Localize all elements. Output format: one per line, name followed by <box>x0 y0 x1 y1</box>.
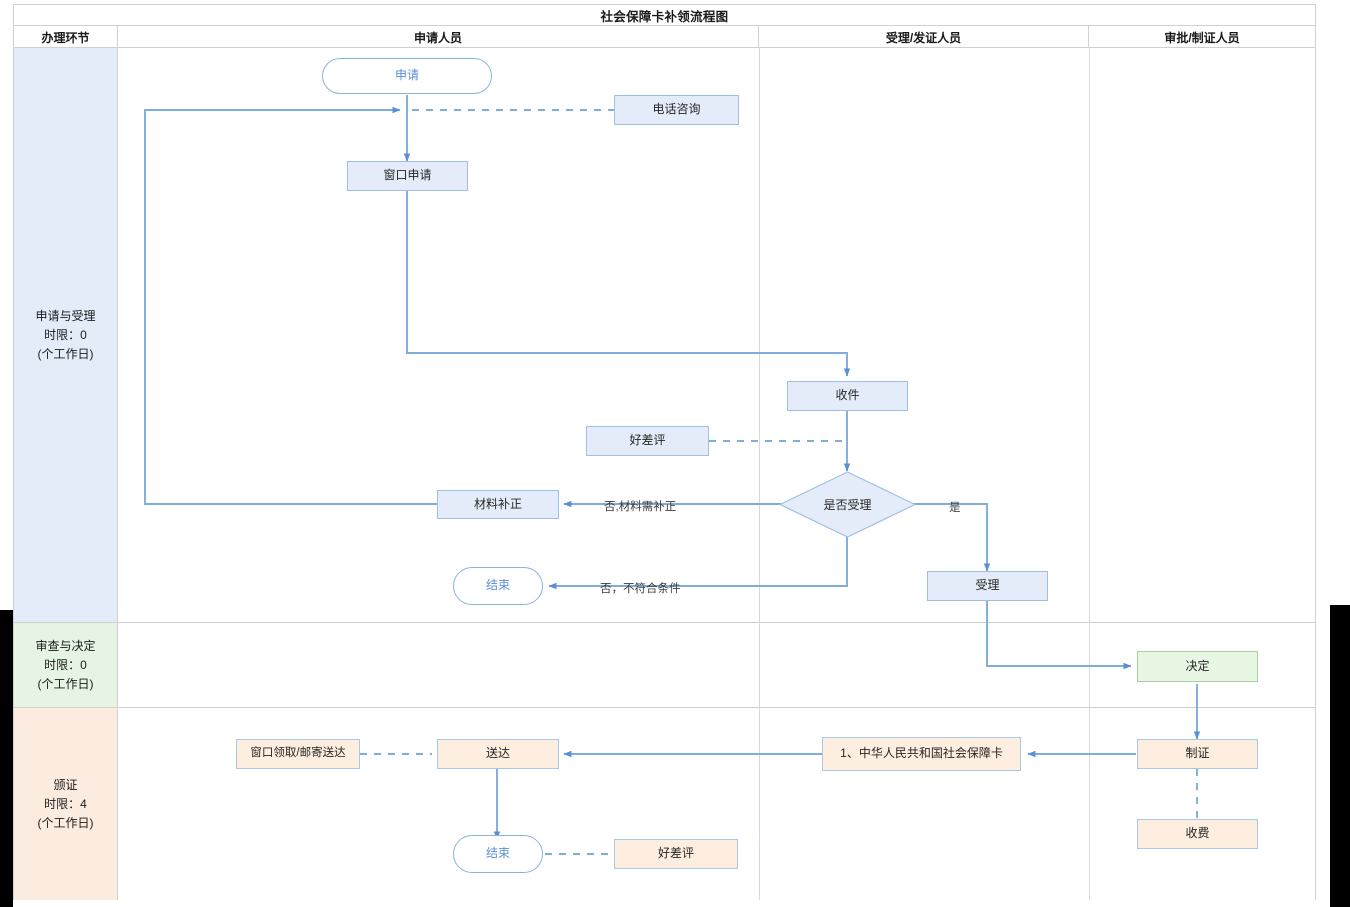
column-separator-approver <box>1089 48 1090 900</box>
node-start-apply[interactable]: 申请 <box>322 58 492 94</box>
column-header-row: 办理环节 申请人员 受理/发证人员 审批/制证人员 <box>14 26 1315 48</box>
node-receive[interactable]: 收件 <box>787 381 908 411</box>
lane0-unit: (个工作日) <box>37 346 94 361</box>
node-review-rating-1[interactable]: 好差评 <box>586 426 709 456</box>
diagram-title-row: 社会保障卡补领流程图 <box>14 5 1315 26</box>
node-phone-inquiry[interactable]: 电话咨询 <box>614 95 739 125</box>
node-card-item[interactable]: 1、中华人民共和国社会保障卡 <box>822 737 1021 771</box>
node-end-reject[interactable]: 结束 <box>453 567 543 605</box>
column-header-stage: 办理环节 <box>14 26 118 48</box>
node-accept[interactable]: 受理 <box>927 571 1048 601</box>
node-review-rating-2[interactable]: 好差评 <box>614 839 738 869</box>
node-material-fix[interactable]: 材料补正 <box>437 490 559 519</box>
lane-body-issue <box>118 708 1315 900</box>
lane-body-apply-accept <box>118 48 1315 623</box>
right-bleed-band <box>1330 605 1350 907</box>
lane-body-review-decide <box>118 623 1315 708</box>
edge-label-no-fix: 否,材料需补正 <box>604 501 677 513</box>
lane1-name: 审查与决定 <box>35 638 96 653</box>
page-title: 社会保障卡补领流程图 <box>600 9 729 24</box>
lane2-unit: (个工作日) <box>37 815 94 830</box>
lane-label-review-decide: 审查与决定 时限：0 (个工作日) <box>14 623 118 708</box>
lane2-name: 颁证 <box>53 777 78 792</box>
node-make-card[interactable]: 制证 <box>1137 739 1258 769</box>
column-separator-acceptor <box>759 48 760 900</box>
node-window-apply[interactable]: 窗口申请 <box>347 161 468 191</box>
lane1-limit: 时限：0 <box>44 657 87 672</box>
node-decision[interactable]: 决定 <box>1137 651 1258 682</box>
column-header-applicant: 申请人员 <box>118 26 759 48</box>
column-header-approver: 审批/制证人员 <box>1164 30 1240 45</box>
lane0-name: 申请与受理 <box>35 308 96 323</box>
node-pickup-method[interactable]: 窗口领取/邮寄送达 <box>236 739 360 769</box>
lane2-limit: 时限：4 <box>44 796 87 811</box>
left-bleed-band <box>0 610 13 907</box>
node-charge[interactable]: 收费 <box>1137 819 1258 849</box>
column-header-acceptor: 受理/发证人员 <box>759 26 1089 48</box>
node-decide-accept-label: 是否受理 <box>823 498 872 512</box>
lane-label-apply-accept: 申请与受理 时限：0 (个工作日) <box>14 48 118 623</box>
node-end-done[interactable]: 结束 <box>453 835 543 873</box>
edge-label-no-reject: 否，不符合条件 <box>600 583 681 595</box>
node-deliver[interactable]: 送达 <box>437 739 559 769</box>
lane0-limit: 时限：0 <box>44 327 87 342</box>
lane-label-issue: 颁证 时限：4 (个工作日) <box>14 708 118 900</box>
lane1-unit: (个工作日) <box>37 676 94 691</box>
node-decide-accept[interactable]: 是否受理 <box>779 471 916 538</box>
edge-label-yes: 是 <box>949 502 961 514</box>
